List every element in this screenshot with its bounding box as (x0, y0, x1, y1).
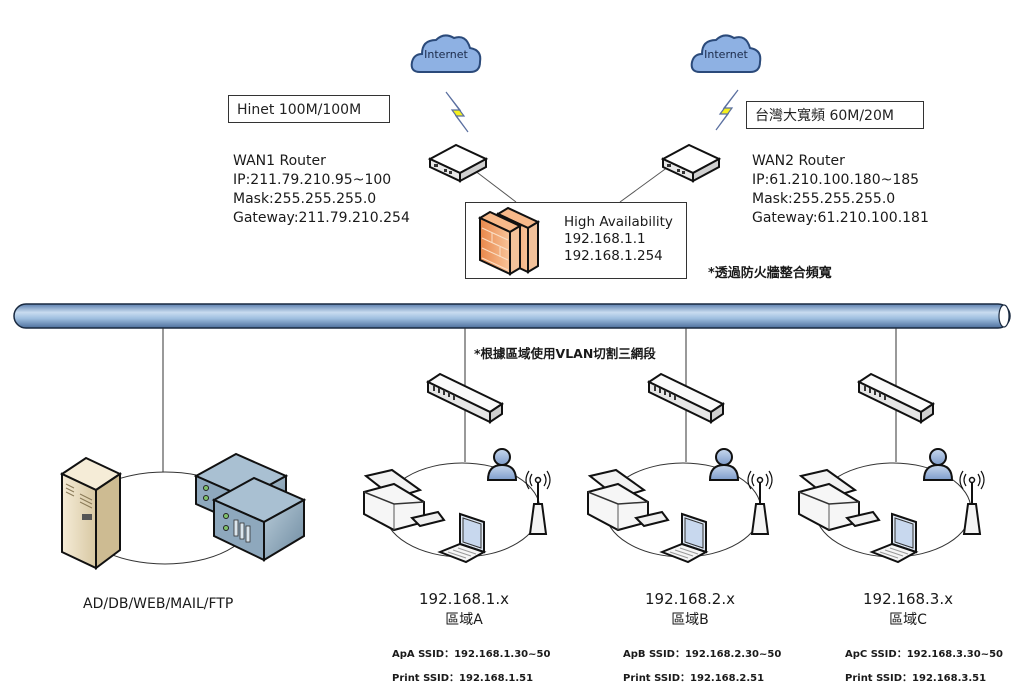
wan2-link (619, 166, 669, 203)
wan2-router-mask: Mask:255.255.255.0 (752, 191, 896, 207)
wan2-lightning-icon (715, 89, 739, 131)
zone-a-access-point-icon (525, 470, 551, 535)
zone-b-access-point-icon (747, 470, 773, 535)
zone-a-name: 區域A (445, 612, 483, 628)
bandwidth-note: *透過防火牆整合頻寬 (708, 266, 832, 281)
firewall-ip-2: 192.168.1.254 (564, 248, 663, 264)
zone-a-user-icon (487, 448, 517, 481)
wan1-link (469, 166, 517, 203)
zone-a-print-ssid: Print SSID：192.168.1.51 (392, 673, 534, 684)
zone-b-printer-icon (587, 469, 669, 531)
isp-twm-label: 台灣大寬頻 60M/20M (746, 101, 924, 129)
firewall-info: High Availability 192.168.1.1 192.168.1.… (564, 214, 673, 265)
zone-c-name: 區域C (889, 612, 927, 628)
zone-b-ap-ssid: ApB SSID：192.168.2.30~50 (623, 649, 782, 660)
zone-a-printer-icon (363, 469, 445, 531)
zone-c-subnet: 192.168.3.x (863, 590, 953, 608)
wan2-router-title: WAN2 Router (752, 153, 845, 169)
zone-a-group (363, 373, 551, 563)
zone-c-laptop-icon (871, 513, 917, 563)
zone-b-user-icon (709, 448, 739, 481)
wan2-router-ip: IP:61.210.100.180~185 (752, 172, 920, 188)
isp-hinet-label: Hinet 100M/100M (228, 95, 390, 123)
zone-c-access-point-icon (959, 470, 985, 535)
zone-b-group (587, 373, 773, 563)
wan1-lightning-icon (445, 91, 469, 133)
wan1-router-title: WAN1 Router (233, 153, 326, 169)
firewall-title: High Availability (564, 214, 673, 230)
wan1-router-icon (429, 144, 487, 182)
wan2-router-gateway: Gateway:61.210.100.181 (752, 210, 929, 226)
internet-label-2: Internet (704, 48, 748, 61)
tower-server-icon (59, 456, 123, 570)
vlan-note: *根據區域使用VLAN切割三網段 (474, 346, 656, 361)
zone-b-print-ssid: Print SSID：192.168.2.51 (623, 673, 765, 684)
rack-server-icon-2 (211, 476, 307, 562)
zone-c-user-icon (923, 448, 953, 481)
server-label: AD/DB/WEB/MAIL/FTP (83, 596, 234, 612)
internet-label-1: Internet (424, 48, 468, 61)
zone-a-ap-ssid: ApA SSID：192.168.1.30~50 (392, 649, 551, 660)
wan1-router-ip: IP:211.79.210.95~100 (233, 172, 392, 188)
wan2-router-icon (662, 144, 720, 182)
wan1-router-gateway: Gateway:211.79.210.254 (233, 210, 410, 226)
wan2-router-info: WAN2 Router IP:61.210.100.180~185 Mask:2… (752, 152, 929, 228)
zone-b-laptop-icon (661, 513, 707, 563)
zone-c-group (798, 373, 985, 563)
zone-c-printer-icon (798, 469, 880, 531)
zone-c-ap-ssid: ApC SSID：192.168.3.30~50 (845, 649, 1004, 660)
zone-a-subnet: 192.168.1.x (419, 590, 509, 608)
zone-c-print-ssid: Print SSID：192.168.3.51 (845, 673, 987, 684)
zone-b-name: 區域B (671, 612, 709, 628)
zone-a-laptop-icon (439, 513, 485, 563)
wan1-router-info: WAN1 Router IP:211.79.210.95~100 Mask:25… (233, 152, 410, 228)
firewall-icon (477, 206, 541, 276)
firewall-ip-1: 192.168.1.1 (564, 231, 646, 247)
backbone-pipe (13, 303, 1011, 329)
zone-b-subnet: 192.168.2.x (645, 590, 735, 608)
wan1-router-mask: Mask:255.255.255.0 (233, 191, 377, 207)
